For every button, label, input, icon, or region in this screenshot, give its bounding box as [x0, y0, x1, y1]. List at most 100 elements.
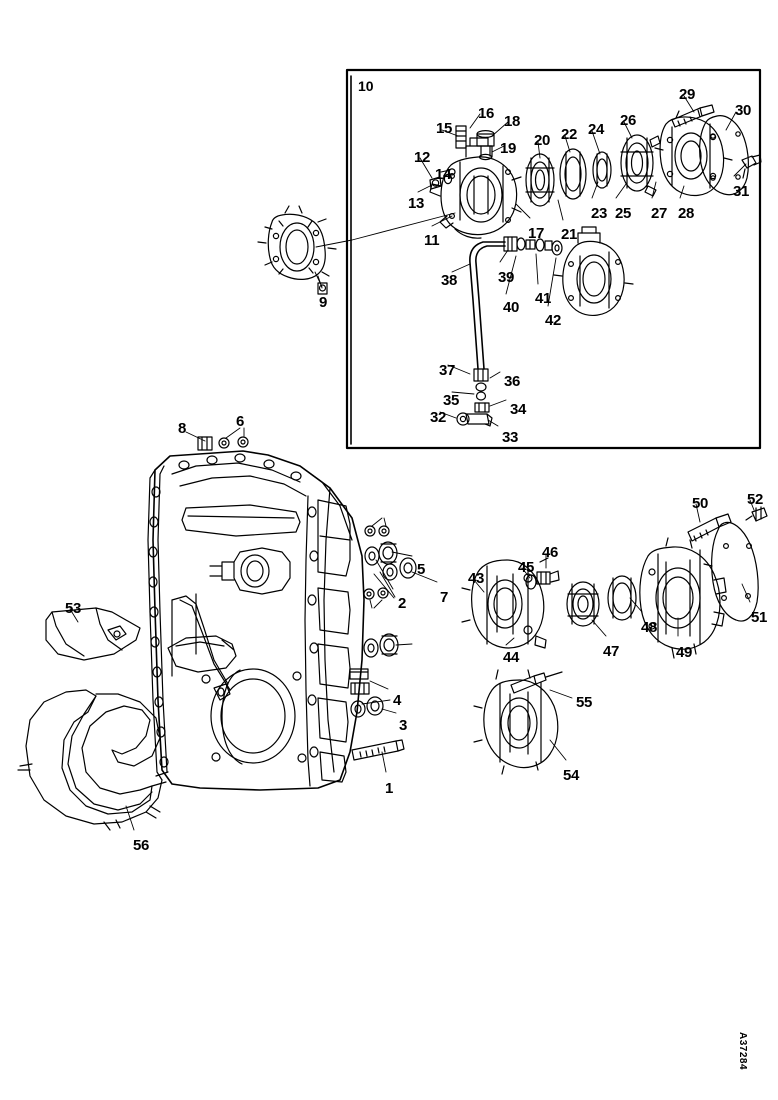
inset-box-border	[345, 68, 762, 450]
callout-18: 18	[504, 113, 521, 130]
part-9-bearing-cage	[257, 205, 337, 280]
callout-3: 3	[399, 717, 408, 734]
inset-housing-right	[553, 226, 634, 317]
callout-15: 15	[436, 120, 453, 137]
callout-32: 32	[430, 409, 447, 426]
callout-9: 9	[319, 294, 328, 311]
callout-43: 43	[468, 570, 485, 587]
part-15-stud	[455, 125, 467, 149]
callout-16: 16	[478, 105, 495, 122]
callout-17: 17	[528, 225, 545, 242]
part-1-long-bolt	[351, 739, 405, 761]
callout-2: 2	[398, 595, 407, 612]
callout-48: 48	[641, 619, 658, 636]
callout-47: 47	[603, 643, 620, 660]
callout-42: 42	[545, 312, 562, 329]
callout-30: 30	[735, 102, 752, 119]
callout-4: 4	[393, 692, 402, 709]
part-55-bolt	[510, 671, 563, 694]
part-49-carrier-housing	[639, 537, 727, 659]
callout-8: 8	[178, 420, 187, 437]
part-52-fitting	[745, 506, 768, 522]
callout-20: 20	[534, 132, 551, 149]
callout-31: 31	[733, 183, 750, 200]
part-24-bearing-cup	[592, 151, 612, 189]
callout-38: 38	[441, 272, 458, 289]
callout-6: 6	[236, 413, 245, 430]
part-51-cover-plate	[703, 521, 759, 622]
callout-45: 45	[518, 559, 535, 576]
callout-52: 52	[747, 491, 764, 508]
part-9-detail	[317, 282, 328, 295]
callout-33: 33	[502, 429, 519, 446]
inset-label-10: 10	[358, 78, 374, 94]
diagram-id-code: A37284	[737, 1032, 748, 1071]
part-38-tube-line	[469, 241, 506, 370]
callout-5: 5	[417, 561, 426, 578]
part-48-race	[607, 575, 637, 621]
part-2-3-nuts	[350, 696, 384, 718]
callout-29: 29	[679, 86, 696, 103]
part-54-bearing-retainer	[473, 669, 559, 775]
part-28-housing-cap	[654, 109, 733, 197]
callout-54: 54	[563, 767, 580, 784]
part-45-46	[525, 570, 560, 590]
part-39-42-fittings	[503, 236, 563, 256]
callout-35: 35	[443, 392, 460, 409]
callout-26: 26	[620, 112, 637, 129]
part-6-plugs-right-lower	[363, 587, 389, 600]
callout-50: 50	[692, 495, 709, 512]
callout-23: 23	[591, 205, 608, 222]
callout-7: 7	[440, 589, 449, 606]
part-6-plugs-top	[218, 436, 249, 449]
part-6-plugs-right-upper	[364, 525, 390, 537]
callout-13: 13	[408, 195, 425, 212]
callout-39: 39	[498, 269, 515, 286]
callout-34: 34	[510, 401, 527, 418]
callout-41: 41	[535, 290, 552, 307]
part-53-shield-small	[45, 607, 141, 661]
callout-21: 21	[561, 226, 578, 243]
callout-28: 28	[678, 205, 695, 222]
callout-46: 46	[542, 544, 559, 561]
callout-27: 27	[651, 205, 668, 222]
part-11-pto-housing	[429, 137, 522, 239]
callout-44: 44	[503, 649, 520, 666]
part-30-gasket-cover	[699, 115, 749, 196]
callout-25: 25	[615, 205, 632, 222]
callout-11: 11	[424, 232, 440, 249]
part-29-bolt	[671, 104, 715, 128]
callout-51: 51	[751, 609, 768, 626]
part-5-2-7-cluster-upper	[364, 541, 417, 581]
callout-22: 22	[561, 126, 578, 143]
callout-14: 14	[435, 166, 452, 183]
callout-53: 53	[65, 600, 82, 617]
housing-center-hub	[209, 547, 291, 595]
housing-main-bore	[210, 668, 296, 765]
part-56-shield-large	[17, 689, 169, 831]
callout-12: 12	[414, 149, 431, 166]
part-26-bearing-assembly	[620, 134, 661, 197]
main-transmission-housing	[147, 450, 365, 791]
part-4-spacer-block	[349, 668, 370, 695]
part-47-bearing	[566, 581, 600, 627]
callout-37: 37	[439, 362, 456, 379]
callout-56: 56	[133, 837, 150, 854]
callout-36: 36	[504, 373, 521, 390]
callout-24: 24	[588, 121, 605, 138]
part-20-bearing-race	[525, 153, 555, 207]
part-22-bearing-cone	[559, 148, 587, 200]
part-31-fitting	[741, 154, 762, 179]
part-50-bolt	[687, 513, 732, 542]
part-5-bushing-lower	[363, 633, 399, 658]
part-12-13-14-fasteners	[429, 168, 456, 190]
callout-40: 40	[503, 299, 520, 316]
part-32-37-fittings	[456, 368, 493, 427]
part-43-bearing-housing	[461, 557, 549, 649]
callout-49: 49	[676, 644, 693, 661]
callout-19: 19	[500, 140, 517, 157]
leader-lines	[69, 95, 755, 831]
callout-1: 1	[385, 780, 394, 797]
